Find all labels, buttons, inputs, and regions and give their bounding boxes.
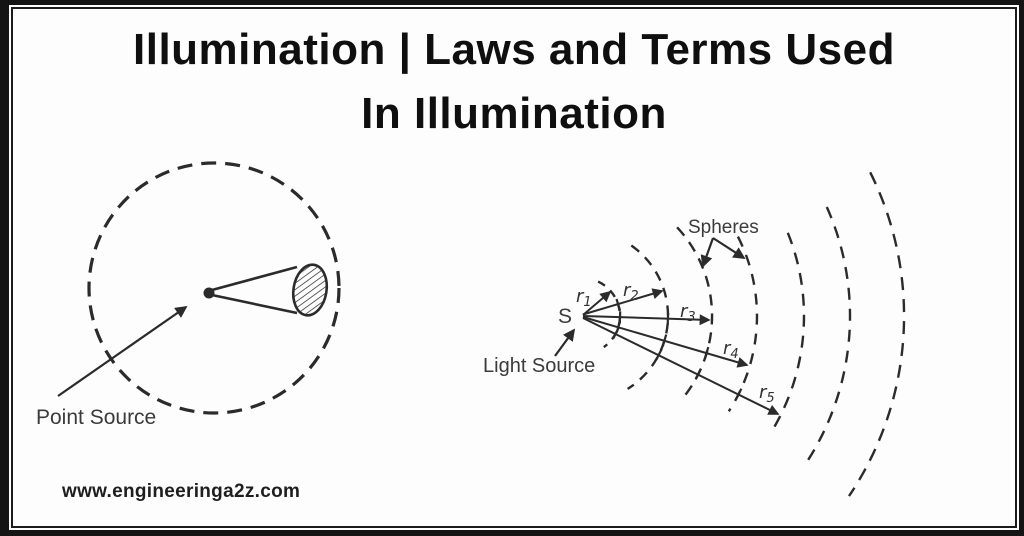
wavefront-arc-1	[597, 280, 622, 349]
radius-labels: r1 r2 r3 r4 r5	[576, 280, 775, 406]
light-source-label: Light Source	[483, 355, 595, 377]
radius-label-r4: r4	[723, 338, 739, 362]
page-title-line2: In Illumination	[361, 89, 667, 138]
point-source-pointer-arrow	[57, 305, 188, 397]
wavefront-arc-2	[626, 244, 670, 390]
website-watermark: www.engineeringa2z.com	[62, 481, 301, 502]
wavefront-arc-5	[769, 232, 806, 435]
spheres-callout-arrow-left	[700, 237, 715, 268]
arc-crossing-ticks	[612, 298, 743, 400]
page-title: Illumination | Laws and Terms Used In Il…	[20, 18, 1008, 146]
page-title-line1: Illumination | Laws and Terms Used	[133, 25, 895, 74]
tick	[734, 388, 743, 400]
spheres-label: Spheres	[688, 217, 759, 238]
spheres-diagram: Spheres S Light Source r1 r2 r3 r4 r5	[483, 171, 906, 497]
point-source-diagram: Point Source	[36, 161, 341, 429]
radius-arrow-r5	[582, 317, 780, 415]
solid-angle-cone-lower-line	[211, 293, 298, 315]
point-source-label: Point Source	[36, 406, 156, 429]
tick	[655, 348, 663, 361]
hatched-area-ellipse	[291, 263, 329, 317]
wavefront-arc-3	[676, 226, 714, 401]
radius-arrow-r2	[582, 288, 664, 316]
light-source-pointer-arrow	[554, 328, 576, 357]
wavefront-arcs	[597, 171, 906, 497]
tick	[615, 298, 622, 311]
point-source-dot	[203, 287, 215, 299]
radius-arrow-r3	[582, 314, 711, 326]
radius-label-r3: r3	[680, 301, 696, 325]
paper-panel	[11, 7, 1017, 528]
wavefront-arc-7	[848, 171, 906, 497]
tick	[612, 327, 620, 339]
radius-arrow-r1	[582, 290, 612, 316]
wavefront-arc-6	[805, 206, 852, 463]
dashed-sphere-circle	[87, 161, 341, 415]
tick	[703, 346, 710, 360]
radius-label-r2: r2	[623, 280, 639, 304]
radius-label-r5: r5	[759, 382, 775, 406]
solid-angle-cone-upper-line	[211, 265, 298, 292]
wavefront-arc-4	[727, 236, 759, 412]
spheres-callout-arrow-right	[712, 237, 746, 259]
tick	[661, 334, 668, 347]
source-symbol-label: S	[558, 305, 572, 328]
radius-label-r1: r1	[576, 286, 592, 310]
tick	[694, 368, 702, 380]
